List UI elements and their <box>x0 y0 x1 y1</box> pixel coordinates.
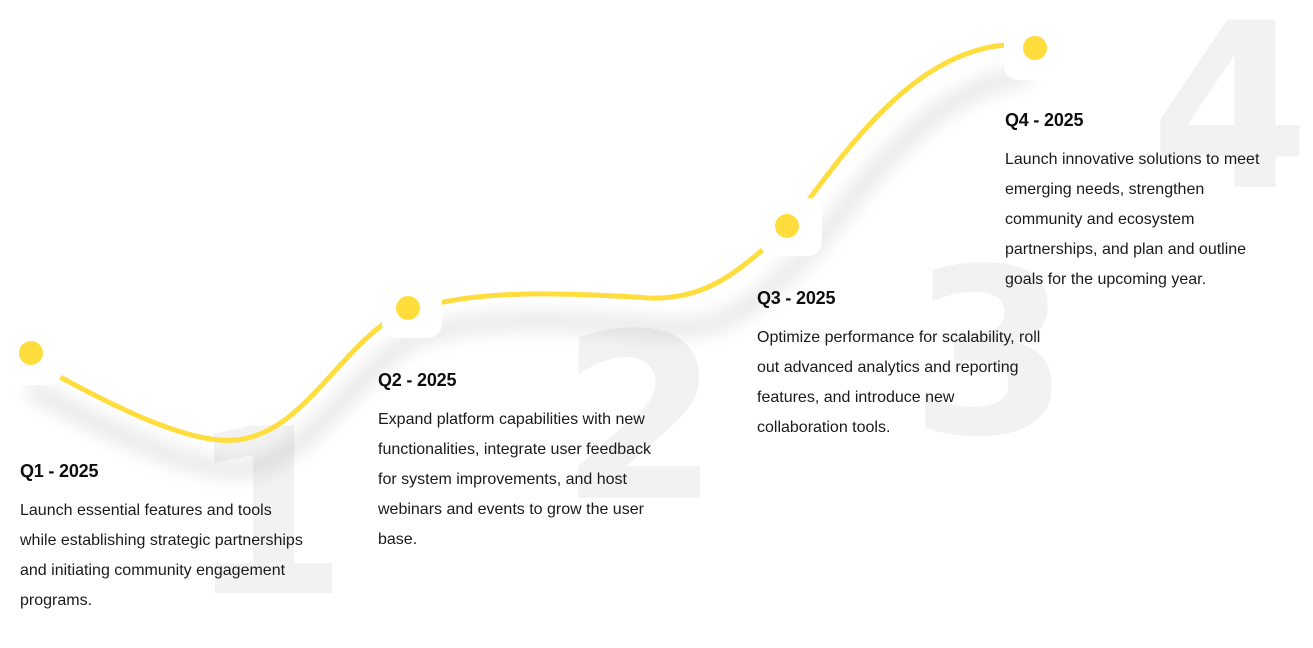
milestone-q3: Q3 - 2025 Optimize performance for scala… <box>757 288 1042 443</box>
milestone-title: Q1 - 2025 <box>20 461 99 481</box>
milestone-node-4 <box>1004 20 1066 80</box>
milestone-node-3 <box>760 198 822 256</box>
step-number-3: 3 <box>910 221 1070 488</box>
milestone-description: Optimize performance for scalability, ro… <box>757 329 1041 436</box>
roadmap-line <box>57 42 1009 443</box>
milestone-node-1 <box>6 325 62 385</box>
milestone-title: Q2 - 2025 <box>378 370 457 390</box>
milestone-node-2 <box>382 282 442 338</box>
step-number-2: 2 <box>560 286 720 553</box>
milestone-q2: Q2 - 2025 Expand platform capabilities w… <box>378 370 668 555</box>
milestone-q1: Q1 - 2025 Launch essential features and … <box>20 461 310 616</box>
roadmap-curve <box>6 20 1066 478</box>
milestone-description: Launch essential features and tools whil… <box>20 502 303 609</box>
roadmap-curve-shadow <box>26 67 1031 478</box>
milestone-title: Q4 - 2025 <box>1005 110 1084 130</box>
milestone-q4: Q4 - 2025 Launch innovative solutions to… <box>1005 110 1273 295</box>
milestone-title: Q3 - 2025 <box>757 288 836 308</box>
milestone-description: Launch innovative solutions to meet emer… <box>1005 151 1260 288</box>
step-number-4: 4 <box>1150 0 1310 242</box>
milestone-description: Expand platform capabilities with new fu… <box>378 411 652 548</box>
